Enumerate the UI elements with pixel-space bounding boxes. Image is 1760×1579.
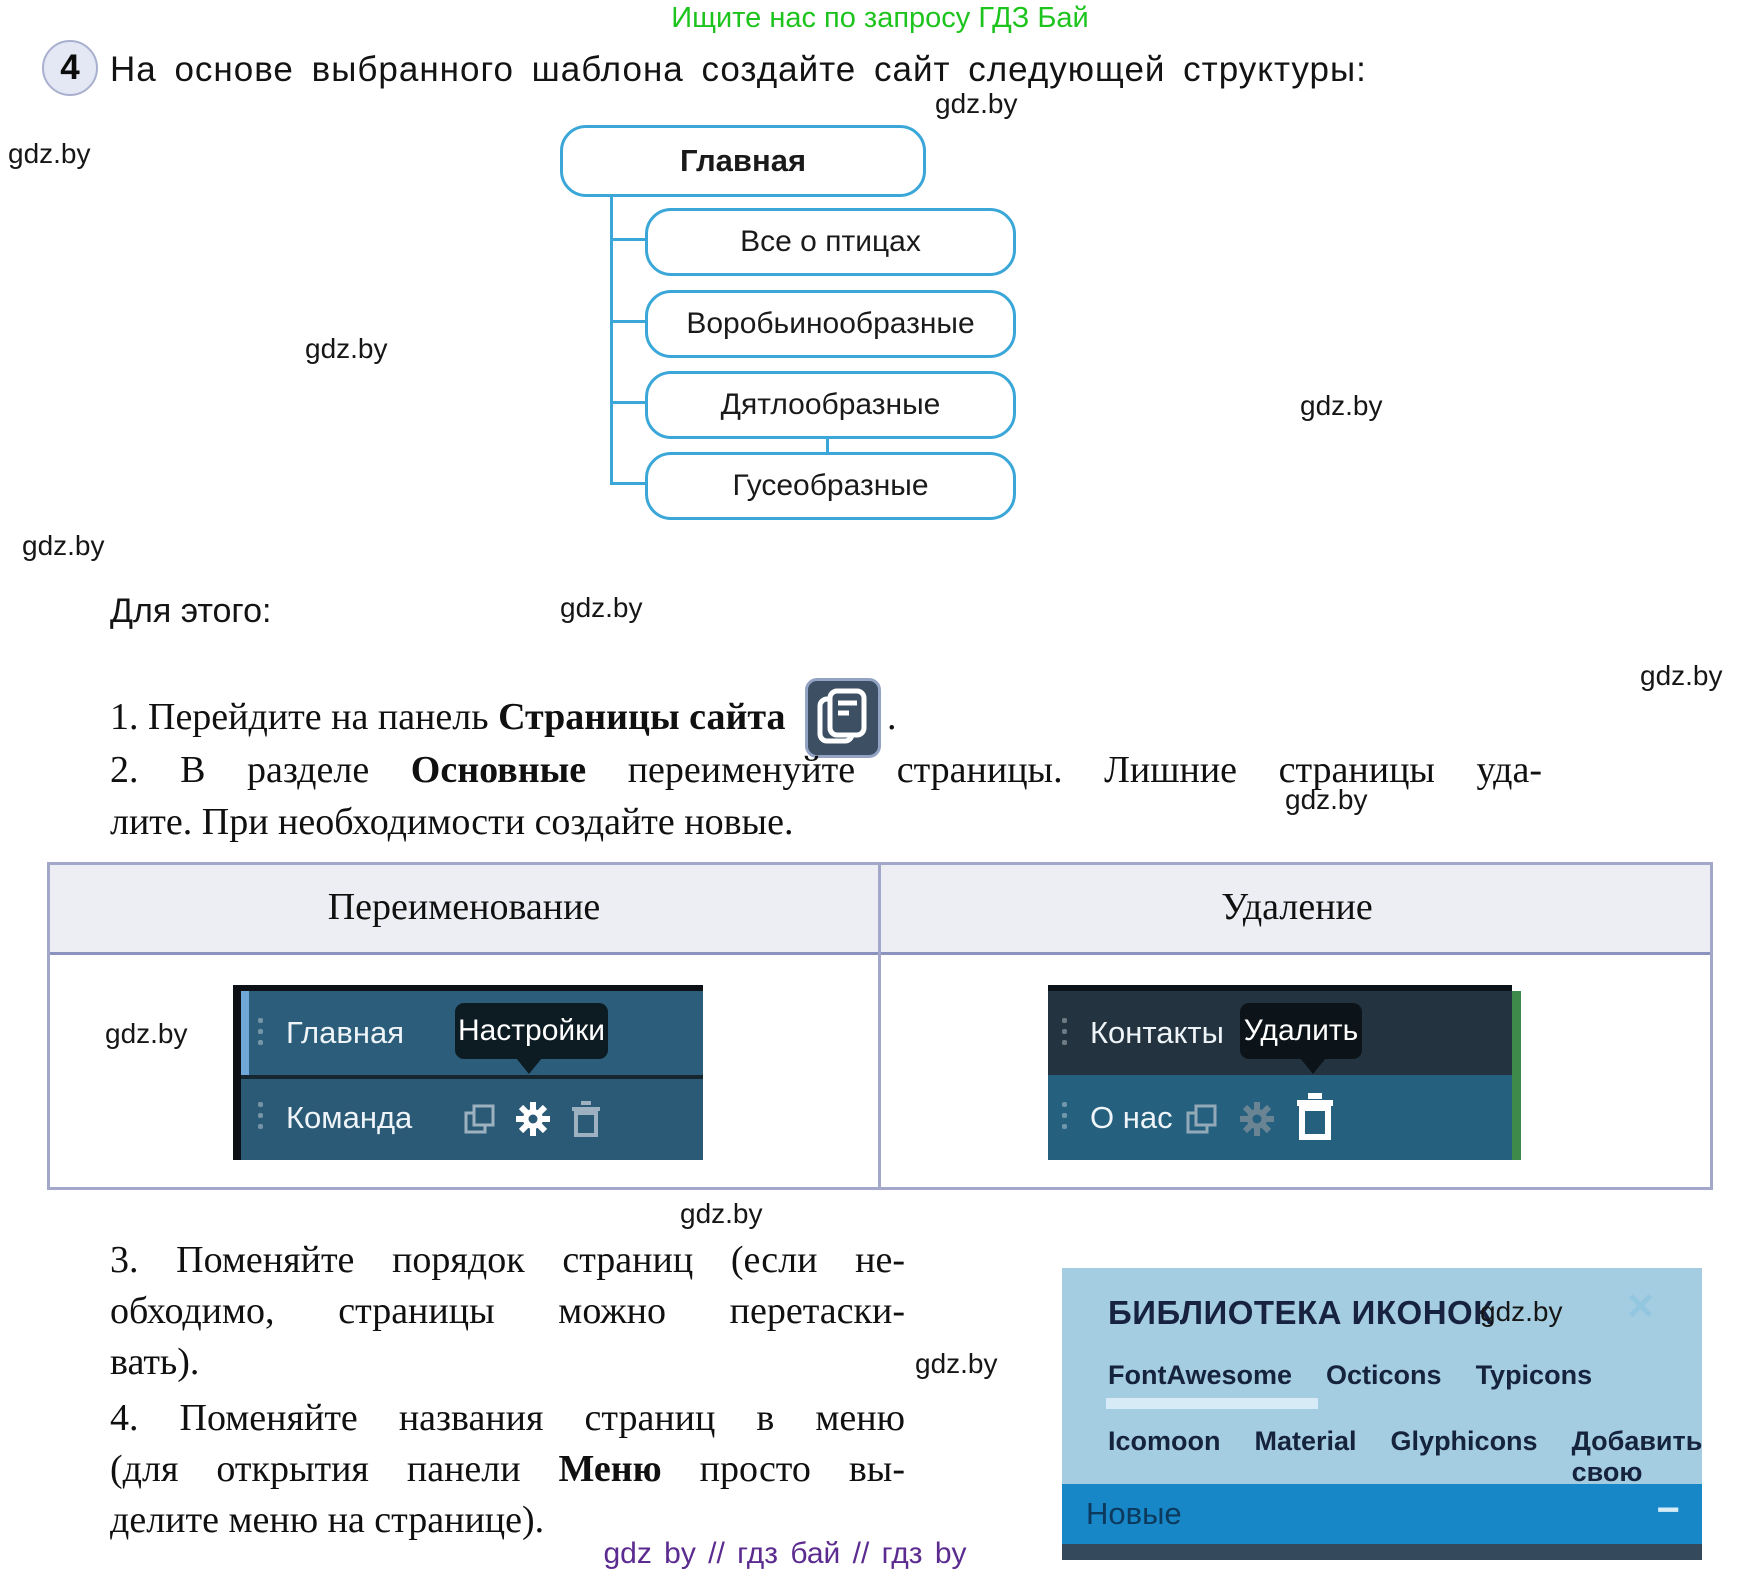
footer-note: gdz by // гдз бай // гдз by	[603, 1537, 967, 1570]
step-4-line2: (для открытия панели Меню просто вы-	[110, 1447, 905, 1491]
watermark: gdz.by	[915, 1348, 998, 1379]
tooltip-arrow	[516, 1058, 542, 1074]
watermark: gdz.by	[105, 1018, 188, 1049]
active-tab-underline	[1106, 1398, 1318, 1409]
gear-icon[interactable]	[514, 1100, 552, 1143]
gear-icon[interactable]	[1238, 1100, 1276, 1143]
icon-library-tabs-row2: Icomoon Material Glyphicons Добавить сво…	[1108, 1426, 1702, 1488]
library-section-bar[interactable]: Новые −	[1062, 1484, 1702, 1544]
step-3-line2: обходимо, страницы можно перетаски-	[110, 1290, 905, 1332]
row-divider	[241, 1075, 703, 1079]
step-4-line1: 4. Поменяйте названия страниц в меню	[110, 1397, 905, 1439]
diagram-node: Дятлообразные	[645, 371, 1016, 439]
watermark: gdz.by	[305, 333, 388, 364]
green-edge-strip	[1512, 991, 1521, 1160]
active-row-accent-bar	[241, 991, 249, 1075]
diagram-node: Гусеобразные	[645, 452, 1016, 520]
icon-library-body	[1062, 1268, 1702, 1484]
step-1-text: 1. Перейдите на панель	[110, 696, 499, 738]
close-icon[interactable]: ×	[1627, 1279, 1654, 1331]
section-label: Новые	[1086, 1496, 1182, 1531]
step-3-line1: 3. Поменяйте порядок страниц (если не-	[110, 1239, 905, 1281]
page-row-label: Команда	[286, 1100, 413, 1135]
page-row-onas[interactable]	[1048, 1075, 1512, 1160]
promo-note: Ищите нас по запросу ГДЗ Бай	[671, 2, 1089, 34]
icon-library-panel: БИБЛИОТЕКА ИКОНОК × FontAwesome Octicons…	[1062, 1268, 1702, 1560]
tab-fontawesome[interactable]: FontAwesome	[1108, 1360, 1293, 1390]
watermark: gdz.by	[1640, 660, 1723, 691]
column-header-delete: Удаление	[1221, 886, 1373, 928]
watermark: gdz.by	[1480, 1296, 1563, 1327]
delete-tooltip: Удалить	[1240, 1003, 1362, 1059]
tab-typicons[interactable]: Typicons	[1475, 1360, 1593, 1390]
step-1-period: .	[886, 696, 897, 738]
diagram-connector	[610, 401, 645, 404]
duplicate-icon[interactable]	[462, 1102, 498, 1143]
duplicate-icon[interactable]	[1184, 1102, 1220, 1143]
diagram-node: Воробьинообразные	[645, 290, 1016, 358]
page-row-label: О нас	[1090, 1100, 1173, 1135]
drag-handle-icon[interactable]	[258, 1018, 263, 1045]
intro-text: Для этого:	[110, 592, 272, 630]
diagram-connector	[610, 320, 645, 323]
icon-library-tabs-row1: FontAwesome Octicons Typicons	[1108, 1360, 1592, 1391]
tab-icomoon[interactable]: Icomoon	[1108, 1426, 1221, 1456]
diagram-connector	[610, 482, 645, 485]
step-2-bold: Основные	[410, 749, 587, 791]
drag-handle-icon[interactable]	[1062, 1018, 1067, 1045]
step-1-bold: Страницы сайта	[498, 696, 786, 738]
page-row-komanda[interactable]	[241, 1079, 703, 1160]
step-1: 1. Перейдите на панель Страницы сайта .	[110, 678, 896, 758]
diagram-connector	[610, 238, 645, 241]
column-header-rename: Переименование	[327, 886, 601, 928]
step-2-line2: лите. При необходимости создайте новые.	[110, 801, 794, 843]
step-4-bold: Меню	[558, 1448, 662, 1490]
watermark: gdz.by	[680, 1198, 763, 1229]
panel-bottom-strip	[1062, 1544, 1702, 1560]
diagram-node-root: Главная	[560, 125, 926, 197]
tab-add-own[interactable]: Добавить свою	[1571, 1426, 1703, 1487]
tooltip-arrow	[1300, 1058, 1326, 1074]
diagram-connector	[826, 433, 829, 453]
trash-icon[interactable]	[1292, 1092, 1338, 1147]
step-4-text-cont: просто вы-	[661, 1448, 905, 1490]
icon-library-title: БИБЛИОТЕКА ИКОНОК	[1108, 1294, 1494, 1331]
step-3-line3: вать).	[110, 1341, 200, 1383]
diagram-node: Все о птицах	[645, 208, 1016, 276]
task-number-badge: 4	[42, 40, 98, 96]
pages-icon[interactable]	[804, 678, 881, 758]
page-row-label: Главная	[286, 1015, 404, 1050]
step-2-text-cont: переименуйте страницы. Лишние страницы у…	[586, 749, 1542, 791]
tab-material[interactable]: Material	[1254, 1426, 1357, 1456]
drag-handle-icon[interactable]	[258, 1102, 263, 1129]
collapse-icon[interactable]: −	[1656, 1488, 1680, 1532]
trash-icon[interactable]	[568, 1100, 604, 1143]
watermark: gdz.by	[1300, 390, 1383, 421]
settings-tooltip: Настройки	[455, 1003, 608, 1059]
step-2-text: 2. В разделе	[110, 749, 411, 791]
page-row-label: Контакты	[1090, 1015, 1224, 1050]
task-text: На основе выбранного шаблона создайте са…	[110, 50, 1367, 89]
step-4-text: (для открытия панели	[110, 1448, 559, 1490]
diagram-connector	[610, 191, 613, 484]
step-2-line1: 2. В разделе Основные переименуйте стран…	[110, 748, 1542, 792]
table-column-divider	[878, 865, 881, 1187]
watermark: gdz.by	[935, 88, 1018, 119]
watermark: gdz.by	[8, 138, 91, 169]
step-4-line3: делите меню на странице).	[110, 1499, 545, 1541]
watermark: gdz.by	[22, 530, 105, 561]
tab-octicons[interactable]: Octicons	[1326, 1360, 1442, 1390]
tab-glyphicons[interactable]: Glyphicons	[1390, 1426, 1538, 1456]
drag-handle-icon[interactable]	[1062, 1102, 1067, 1129]
watermark: gdz.by	[560, 592, 643, 623]
watermark: gdz.by	[1285, 784, 1368, 815]
